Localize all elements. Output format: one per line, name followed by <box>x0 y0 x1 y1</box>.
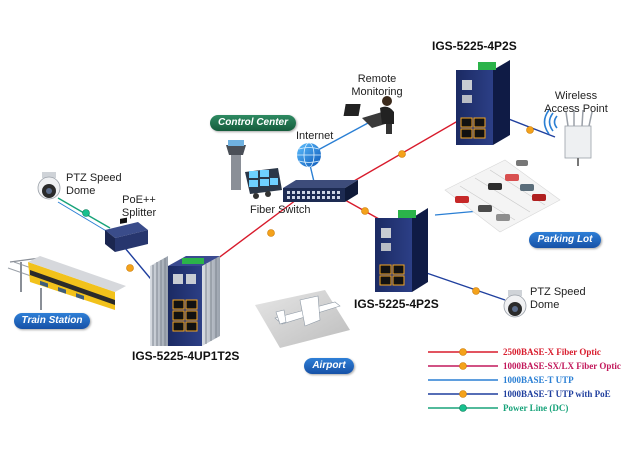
bottom-switch-graphic <box>150 256 220 346</box>
ptz-camera-left-graphic <box>37 172 61 200</box>
airport-badge: Airport <box>304 358 354 374</box>
mid-switch-graphic <box>375 208 428 292</box>
fiber-switch-label: Fiber Switch <box>250 204 311 216</box>
train-station-graphic <box>7 256 126 310</box>
wireless-ap-graphic <box>543 109 593 166</box>
parking-lot-graphic <box>444 159 561 233</box>
fiber-link-bottom-to-fiberswitch <box>204 196 301 269</box>
control-center-badge: Control Center <box>210 115 296 131</box>
legend-item-2500base-x: 2500BASE-X Fiber Optic <box>503 347 601 357</box>
ptz-camera-right-graphic <box>503 290 527 318</box>
control-center-graphic <box>226 140 282 199</box>
internet-label: Internet <box>296 130 334 142</box>
bottom-switch-model-label: IGS-5225-4UP1T2S <box>132 349 240 363</box>
airport-graphic <box>255 290 350 348</box>
ptz-left-label: PTZ Speed Dome <box>66 172 122 197</box>
top-switch-graphic <box>456 60 510 145</box>
poe-splitter-label: PoE++ Splitter <box>121 194 157 219</box>
legend-item-1000base-t-poe: 1000BASE-T UTP with PoE <box>503 389 611 399</box>
legend-item-1000base-t: 1000BASE-T UTP <box>503 375 574 385</box>
wireless-ap-label: Wireless Access Point <box>544 90 608 115</box>
power-line-ptz-left-2 <box>57 201 109 233</box>
remote-monitoring-label: Remote Monitoring <box>351 73 403 98</box>
ptz-right-label: PTZ Speed Dome <box>530 286 586 311</box>
remote-monitoring-icon <box>343 96 394 134</box>
top-switch-model-label: IGS-5225-4P2S <box>432 39 517 53</box>
legend-item-power-line: Power Line (DC) <box>503 403 569 413</box>
parking-lot-badge: Parking Lot <box>529 232 601 248</box>
fiber-switch-graphic <box>283 180 358 202</box>
connector-dots <box>82 126 534 295</box>
internet-globe-icon <box>297 142 321 168</box>
utp-link-remote <box>317 122 369 151</box>
legend-graphics <box>428 348 498 412</box>
poe-splitter-graphic <box>105 217 148 252</box>
legend-item-1000base-sxlx: 1000BASE-SX/LX Fiber Optic <box>503 361 621 371</box>
mid-switch-model-label: IGS-5225-4P2S <box>354 297 439 311</box>
train-station-badge: Train Station <box>14 313 90 329</box>
